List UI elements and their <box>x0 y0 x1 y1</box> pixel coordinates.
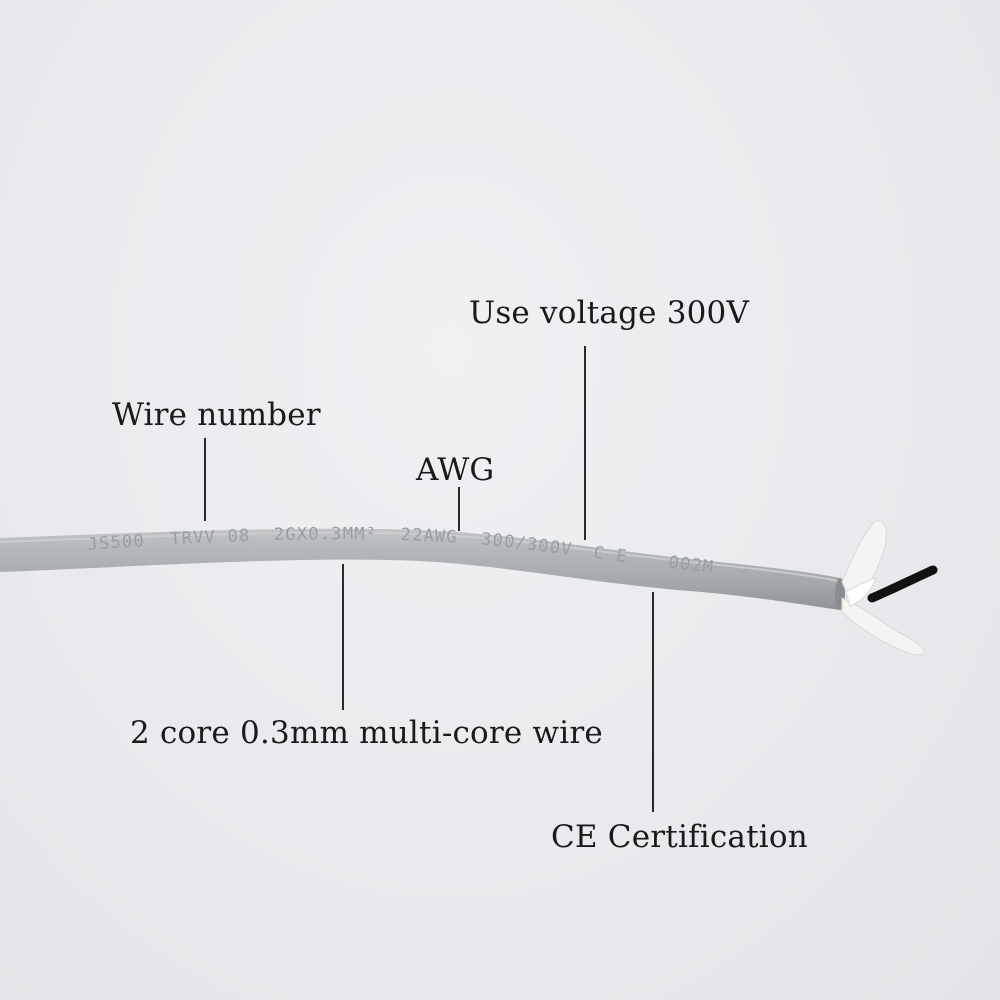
multicore-leader-line <box>342 564 344 710</box>
cable-jacket <box>0 528 840 610</box>
voltage-leader-line <box>584 346 586 540</box>
awg-leader-line <box>458 487 460 531</box>
print-ce-mark: C E <box>592 543 629 567</box>
ce-certification-label: CE Certification <box>551 819 808 855</box>
print-type: TRVV 08 <box>170 526 251 550</box>
print-gauge: 22AWG <box>400 525 458 548</box>
awg-label: AWG <box>416 452 495 488</box>
multicore-label: 2 core 0.3mm multi-core wire <box>130 715 603 751</box>
wire-number-label: Wire number <box>112 397 321 433</box>
print-wire-number: JS500 <box>87 531 146 555</box>
wire-number-leader-line <box>204 438 206 521</box>
black-core-wire <box>867 565 938 603</box>
white-fiber-strands <box>841 520 925 656</box>
print-spec: 2GX0.3MM² <box>274 524 378 545</box>
ce-leader-line <box>652 592 654 812</box>
voltage-label: Use voltage 300V <box>469 295 750 331</box>
